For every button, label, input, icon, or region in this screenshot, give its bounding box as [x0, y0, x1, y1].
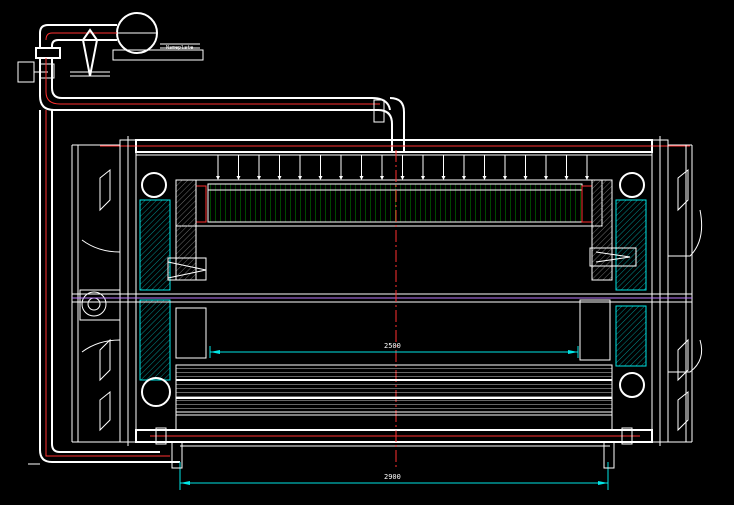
left-motor-gear — [81, 291, 107, 317]
diamond-valve — [81, 28, 99, 77]
nozzle-tip — [482, 176, 487, 180]
dimension-2500: 2500 — [384, 342, 401, 350]
left-wall-top — [175, 179, 197, 281]
right-lower-roller — [619, 372, 645, 398]
nozzle-tip — [585, 176, 589, 180]
nozzle-tip — [236, 176, 241, 180]
left-upper-roller — [141, 172, 167, 198]
valve-body — [35, 47, 61, 59]
dimension-2900: 2900 — [384, 473, 401, 481]
support-legs — [155, 427, 633, 469]
nozzle-tip — [441, 176, 446, 180]
nozzle-tip — [544, 176, 548, 180]
nameplate-bar — [112, 49, 204, 61]
left-lower-roller — [141, 377, 171, 407]
nozzle-tip — [216, 176, 220, 180]
nozzle-tip — [523, 176, 528, 180]
lower-chamber — [175, 364, 613, 431]
valve-handle — [17, 61, 35, 83]
dimension-outer: 2900 — [179, 462, 609, 490]
center-flange — [373, 99, 385, 123]
nozzle-tip — [380, 176, 384, 180]
nozzle-tip — [400, 176, 405, 180]
nozzle-tip — [277, 176, 282, 180]
nozzle-tip — [298, 176, 302, 180]
center-shaft — [71, 293, 693, 303]
lower-radiant-tubes — [176, 368, 612, 412]
top-nozzles — [216, 155, 589, 180]
nozzle-tip — [359, 176, 364, 180]
nozzle-tip — [462, 176, 466, 180]
nozzle-tip — [318, 176, 323, 180]
dimension-inner: 2500 — [209, 342, 579, 358]
right-end-assembly — [579, 168, 703, 432]
upper-chamber — [175, 179, 613, 281]
top-pipework: Nameplate — [17, 12, 405, 465]
right-wall-top — [591, 179, 613, 281]
nozzle-tip — [339, 176, 343, 180]
nozzle-tip — [564, 176, 569, 180]
left-end-assembly — [79, 168, 207, 432]
right-upper-roller — [619, 172, 645, 198]
nozzle-tip — [257, 176, 261, 180]
nozzle-tip — [503, 176, 507, 180]
nozzle-tip — [421, 176, 425, 180]
